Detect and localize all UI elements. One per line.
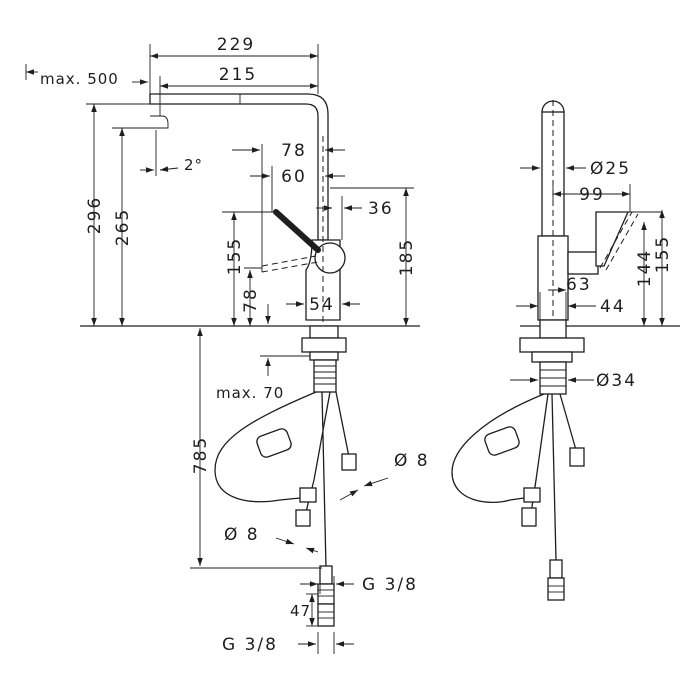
dim-hose-diameter-left: Ø 8 bbox=[224, 525, 260, 545]
dim-base-diameter: 54 bbox=[309, 295, 335, 315]
dim-max-thickness: max. 70 bbox=[216, 384, 284, 402]
dim-thread-upper: G 3/8 bbox=[362, 575, 418, 595]
dim-spout-tilt: 2° bbox=[184, 156, 203, 174]
dim-lever-height-155: 155 bbox=[653, 235, 673, 273]
dim-height-lever: 155 bbox=[225, 237, 245, 275]
dim-height-spout: 265 bbox=[113, 208, 133, 246]
hose-weight bbox=[256, 428, 292, 458]
dim-connector-length: 47 bbox=[290, 602, 311, 620]
dim-spout-diameter: Ø25 bbox=[590, 159, 631, 179]
dim-hose-diameter-right: Ø 8 bbox=[394, 451, 430, 471]
dim-handle-60: 60 bbox=[281, 167, 307, 187]
dim-body-offset: 36 bbox=[368, 199, 394, 219]
dim-base-width: 44 bbox=[600, 297, 626, 317]
side-view: 229 215 max. 500 2° 78 60 36 296 bbox=[25, 35, 430, 655]
dim-lever-depth: 99 bbox=[579, 185, 605, 205]
dim-handle-78: 78 bbox=[281, 141, 307, 161]
dim-width-spout: 215 bbox=[219, 65, 257, 85]
dim-width-overall: 229 bbox=[217, 35, 255, 55]
dim-shank-diameter: Ø34 bbox=[596, 371, 637, 391]
front-faucet bbox=[537, 100, 639, 330]
front-view: Ø25 99 144 155 63 44 Ø34 bbox=[451, 100, 680, 601]
dim-height-base: 78 bbox=[241, 287, 261, 313]
supply-hoses bbox=[214, 391, 357, 627]
front-shank bbox=[451, 319, 585, 601]
dim-max-pullout: max. 500 bbox=[40, 70, 119, 88]
dim-height-body: 185 bbox=[397, 238, 417, 276]
lever bbox=[273, 209, 321, 253]
dim-hose-length: 785 bbox=[191, 436, 211, 474]
shank bbox=[301, 325, 347, 393]
dim-height-overall: 296 bbox=[85, 196, 105, 234]
faucet-body bbox=[261, 136, 346, 326]
front-lever-block bbox=[567, 251, 599, 275]
dim-body-width: 63 bbox=[566, 275, 592, 295]
dim-lever-height-144: 144 bbox=[635, 249, 655, 287]
dim-thread-lower: G 3/8 bbox=[222, 635, 278, 655]
front-lever bbox=[595, 211, 630, 267]
